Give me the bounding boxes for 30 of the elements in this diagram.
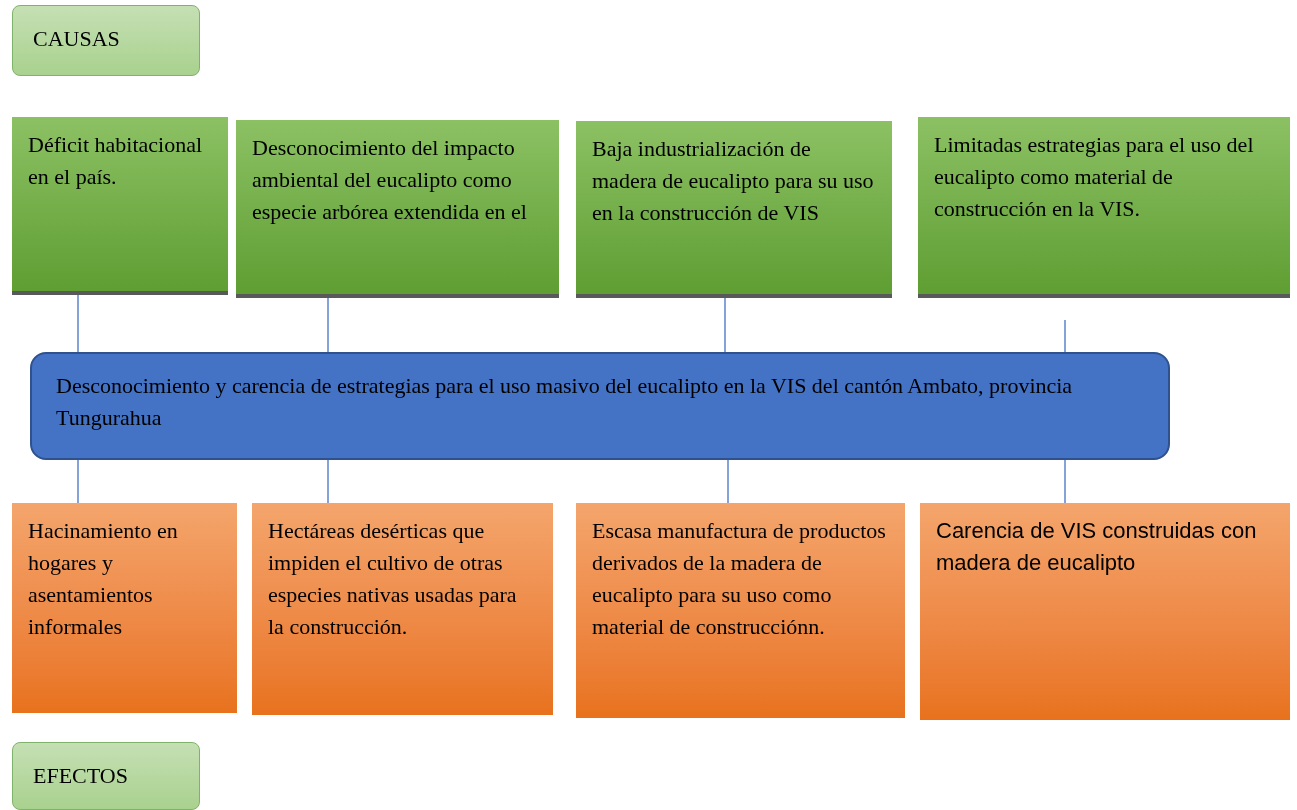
connector-line — [327, 297, 329, 353]
connector-line — [727, 459, 729, 504]
box-text: Hacinamiento en hogares y asentamientos informales — [28, 517, 179, 641]
connector-line — [1064, 459, 1066, 504]
connector-line — [1064, 319, 1066, 353]
effect-box — [12, 503, 237, 713]
cause-box — [576, 121, 892, 298]
effect-box — [576, 503, 905, 718]
cause-box — [236, 120, 559, 298]
section-tag — [12, 742, 200, 810]
connector-line — [327, 459, 329, 504]
box-text: Carencia de VIS construidas con madera de eucalipto — [936, 517, 1258, 577]
connector-line — [724, 297, 726, 353]
box-text: CAUSAS — [33, 25, 121, 53]
box-text: Escasa manufactura de productos derivados de la madera de eucalipto para su uso como material de construcciónn. — [592, 517, 887, 641]
box-text: EFECTOS — [33, 762, 129, 790]
box-text: Baja industrialización de madera de eucalipto para su uso en la construcción de VIS — [592, 135, 875, 227]
connector-line — [77, 459, 79, 504]
problem-box — [30, 352, 1170, 460]
connector-line — [77, 294, 79, 353]
box-text: Desconocimiento del impacto ambiental del eucalipto como especie arbórea extendida en el — [252, 134, 528, 226]
effect-box — [252, 503, 553, 715]
cause-box — [918, 117, 1290, 298]
box-text: Hectáreas desérticas que impiden el cultivo de otras especies nativas usadas para la construcción. — [268, 517, 518, 641]
effect-box — [920, 503, 1290, 720]
box-text: Limitadas estrategias para el uso del eucalipto como material de construcción en la VIS. — [934, 131, 1255, 223]
section-tag — [12, 5, 200, 76]
box-text: Déficit habitacional en el país. — [28, 131, 204, 191]
box-text: Desconocimiento y carencia de estrategias para el uso masivo del eucalipto en la VIS del cantón Ambato, provincia Tungurahua — [56, 372, 1074, 432]
cause-box — [12, 117, 228, 295]
